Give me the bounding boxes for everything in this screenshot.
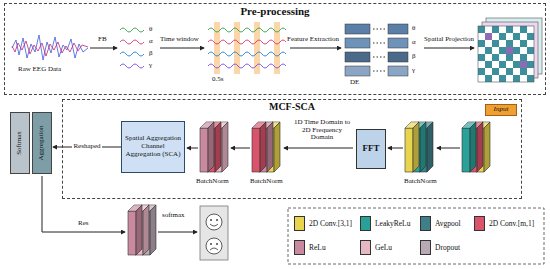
legend-text: GeLu [375, 243, 392, 252]
node-label: Spatial Aggregation Channel Aggregation … [125, 135, 181, 158]
flow-arrow [437, 148, 460, 149]
legend-frame [288, 208, 544, 264]
legend-item: LeakyReLu [360, 216, 410, 231]
annotation-label: BatchNorm [250, 178, 283, 186]
annotation-label: 1D Time Domain to 2D Frequency Domain [292, 119, 352, 142]
annotation-label: softmax [162, 212, 185, 220]
legend-text: 2D Conv.[3,1] [309, 219, 352, 228]
connector-label: Reshaped [72, 143, 101, 151]
annotation-label: β [149, 50, 153, 58]
fft-box: FFT [356, 129, 386, 169]
legend-swatch [474, 216, 485, 231]
legend-text: Dropout [435, 243, 460, 252]
residual-arrow [42, 176, 125, 232]
legend-text: LeakyReLu [375, 219, 410, 228]
annotation-label: 0.5s [212, 76, 223, 84]
annotation-label: Res [78, 220, 89, 228]
conv-cube [405, 122, 433, 172]
output-cube [128, 205, 156, 255]
flow-arrow [424, 48, 474, 49]
annotation-label: BatchNorm [404, 178, 437, 186]
legend-swatch [360, 240, 371, 255]
annotation-label: FB [98, 36, 107, 44]
legend-item: ReLu [294, 240, 326, 255]
flow-arrow [160, 48, 204, 49]
windowed-signals [208, 28, 286, 68]
spatial-grid [478, 18, 542, 82]
legend-text: 2D Conv.[m,1] [489, 219, 534, 228]
node-label: FFT [363, 144, 380, 154]
legend-item: Avgpool [420, 216, 461, 231]
node-label: Input [494, 106, 509, 114]
region-title: MCF-SCA [63, 100, 521, 112]
aggregation-bar: Aggregation [32, 112, 52, 174]
de-feature-rows [345, 24, 408, 76]
annotation-label: Spatial Projection [424, 36, 474, 44]
legend-swatch [294, 216, 305, 231]
annotation-label: Raw EEG Data [18, 66, 61, 74]
annotation-label: θ [149, 26, 152, 34]
annotation-label: γ [412, 67, 415, 75]
conv-cube [252, 122, 280, 172]
flow-arrow [187, 148, 198, 149]
annotation-label: Time window [160, 36, 199, 44]
model-region: MCF-SCAInputFFT Spatial Aggregation Chann… [62, 99, 522, 199]
stage-region: Pre-processing [4, 3, 546, 95]
flow-arrow [231, 148, 250, 149]
annotation-label: Feature Extraction [287, 36, 339, 44]
legend-swatch [360, 216, 371, 231]
node-label: Softmax [16, 131, 24, 155]
flow-arrow [158, 232, 197, 233]
annotation-label: DE [350, 79, 359, 87]
raw-eeg-signal [12, 35, 88, 60]
input-cube [462, 122, 490, 172]
annotation-label: β [412, 53, 416, 61]
legend-item: 2D Conv.[3,1] [294, 216, 352, 231]
legend-swatch [420, 240, 431, 255]
annotation-label: α [149, 38, 153, 46]
legend-item: Dropout [420, 240, 460, 255]
time-windows [214, 22, 280, 74]
legend-item: 2D Conv.[m,1] [474, 216, 534, 231]
annotation-label: BatchNorm [196, 178, 229, 186]
softmax-bar: Softmax [10, 112, 30, 174]
input-tag: Input [485, 104, 517, 116]
legend-text: Avgpool [435, 219, 461, 228]
flow-arrow [90, 48, 117, 49]
region-title: Pre-processing [5, 4, 545, 17]
flow-arrow [388, 148, 403, 149]
legend-text: ReLu [309, 243, 326, 252]
emotion-faces [200, 206, 228, 260]
annotation-label: α [412, 39, 416, 47]
legend-item: GeLu [360, 240, 392, 255]
conv-cube [200, 122, 228, 172]
node-label: Aggregation [38, 126, 46, 161]
legend-swatch [294, 240, 305, 255]
flow-arrow [284, 148, 353, 149]
band-signals [120, 28, 144, 68]
flow-arrow [290, 48, 341, 49]
attention-box: Spatial Aggregation Channel Aggregation … [121, 121, 185, 173]
legend-swatch [420, 216, 431, 231]
annotation-label: γ [149, 62, 152, 70]
annotation-label: θ [412, 25, 415, 33]
